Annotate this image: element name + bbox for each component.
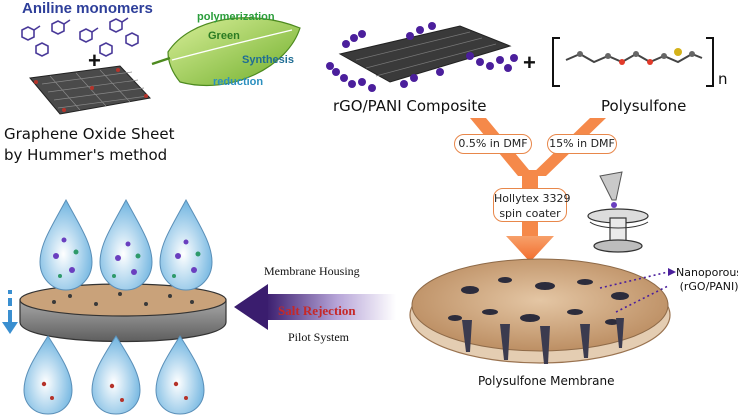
graphene-oxide-label-line1: Graphene Oxide Sheet [4,125,175,143]
graphene-oxide-label-line2: by Hummer's method [4,146,168,164]
nanoporous-label-line2: (rGO/PANI) [679,280,738,293]
green-synthesis-leaf-icon [151,17,301,87]
dmf-composite-label: 0.5% in DMF [454,134,532,154]
green-label: Green [208,30,240,42]
nanoporous-label-line1: Nanoporous [676,266,738,279]
membrane-housing-label: Membrane Housing [264,264,360,278]
membrane-housing-icon [19,283,227,343]
spin-coater-label: Hollytex 3329 spin coater [493,188,571,222]
aniline-monomers-label: Aniline monomers [22,0,153,17]
salt-rejection-label: Salt Rejection [278,303,356,318]
repeat-unit-subscript: n [718,70,728,88]
rgo-pani-composite-icon [326,22,518,92]
spin-coater-icon [587,171,649,253]
aniline-monomers-icon [21,17,139,57]
plus-sign-left: + [88,48,101,73]
rgo-pani-composite-label: rGO/PANI Composite [333,97,487,115]
polymerization-label: polymerization [197,11,275,23]
synthesis-label: Synthesis [242,54,294,66]
feed-water-drops-icon [39,198,213,291]
graphene-oxide-sheet-icon [29,65,151,115]
polysulfone-label: Polysulfone [601,97,687,115]
reduction-label: reduction [213,76,264,88]
nanoporous-label: Nanoporous (rGO/PANI) [676,266,738,294]
flow-down-arrow [2,290,18,334]
dmf-polysulfone-label: 15% in DMF [547,134,617,154]
salt-rejection-arrow [234,284,396,330]
graphene-oxide-label: Graphene Oxide Sheet by Hummer's method [4,124,174,166]
polysulfone-membrane-label: Polysulfone Membrane [478,374,615,388]
permeate-water-drops-icon [23,335,205,415]
polysulfone-structure-icon [552,37,714,87]
plus-sign-right: + [523,50,536,75]
nanoporous-pointer [599,268,676,313]
polysulfone-membrane-icon [409,258,671,364]
pilot-system-label: Pilot System [288,330,350,344]
spin-coater-label-line2: spin coater [499,207,561,220]
spin-coater-label-line1: Hollytex 3329 [494,192,571,205]
